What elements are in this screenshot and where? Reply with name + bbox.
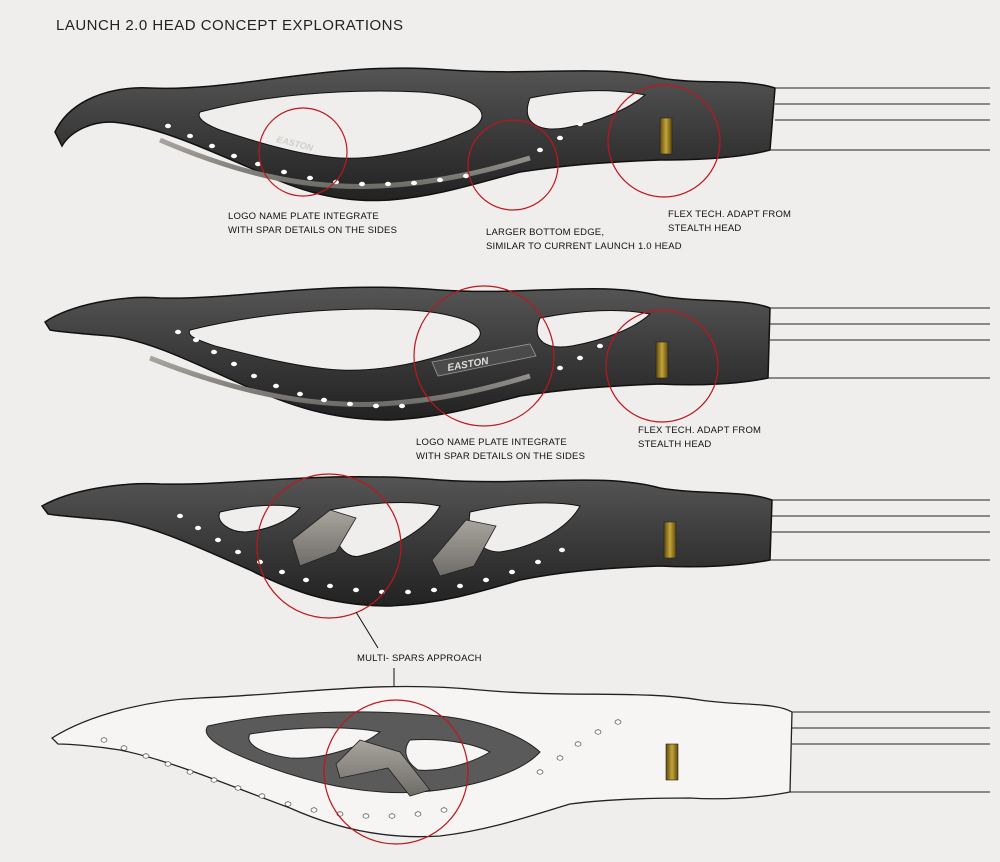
logo-nameplate-plate xyxy=(431,343,537,377)
throat-window xyxy=(188,308,481,371)
handle-lines xyxy=(770,499,990,561)
callout-circles xyxy=(413,285,719,427)
flex-insert xyxy=(665,743,679,781)
callout-circles xyxy=(258,84,721,211)
rail-grey xyxy=(149,355,531,407)
note-flex-tech-2: FLEX TECH. ADAPT FROM STEALTH HEAD xyxy=(638,425,762,450)
note-flex-tech-1: FLEX TECH. ADAPT FROM STEALTH HEAD xyxy=(668,209,792,234)
center-window-2 xyxy=(405,739,492,771)
spar-window-1 xyxy=(218,504,301,533)
flex-insert xyxy=(659,117,673,155)
callout-circle xyxy=(323,699,469,845)
note-logo-nameplate-2: LOGO NAME PLATE INTEGRATE WITH SPAR DETA… xyxy=(416,437,586,462)
leader-line xyxy=(355,611,379,649)
head-concept-2: EASTON xyxy=(43,285,990,427)
sidewall-holes xyxy=(175,329,603,409)
note-logo-nameplate-1: LOGO NAME PLATE INTEGRATE WITH SPAR DETA… xyxy=(228,211,398,236)
upper-window xyxy=(527,90,647,130)
sidewall-holes xyxy=(100,719,622,819)
upper-window xyxy=(536,310,652,348)
callout-circle xyxy=(256,473,402,619)
spar-light-2 xyxy=(431,519,497,577)
handle-lines xyxy=(790,711,990,793)
spar-light-1 xyxy=(291,509,357,567)
flex-insert xyxy=(663,521,677,559)
head-frame xyxy=(40,475,773,607)
y-spar xyxy=(335,739,431,797)
head-concept-3 xyxy=(40,473,990,706)
page-title: LAUNCH 2.0 HEAD CONCEPT EXPLORATIONS xyxy=(56,17,404,34)
rail-grey xyxy=(159,137,531,189)
flex-insert xyxy=(655,341,669,379)
throat-window xyxy=(198,90,483,159)
head-concept-1: EASTON xyxy=(54,67,990,211)
note-multi-spars: MULTI- SPARS APPROACH xyxy=(357,653,482,664)
sidewall-holes xyxy=(165,121,583,187)
head-concept-4 xyxy=(50,685,990,845)
handle-lines xyxy=(768,307,990,379)
handle-lines xyxy=(770,87,990,151)
spar-window-2 xyxy=(329,502,441,557)
note-larger-bottom-edge: LARGER BOTTOM EDGE, SIMILAR TO CURRENT L… xyxy=(486,227,682,252)
